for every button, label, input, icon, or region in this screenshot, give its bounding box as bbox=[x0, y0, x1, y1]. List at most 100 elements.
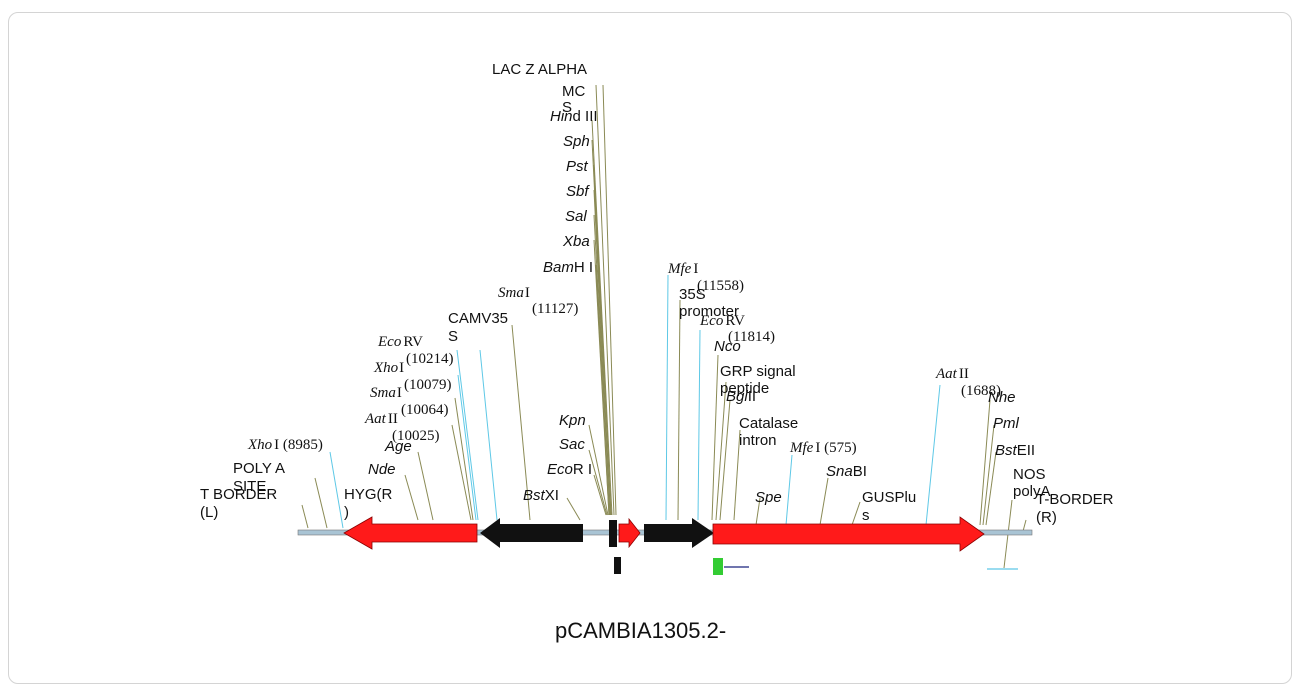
site-nco: Nco bbox=[714, 338, 741, 355]
label-t-border-r: T-BORDER bbox=[1036, 491, 1114, 508]
leader-line bbox=[457, 374, 477, 521]
leader-line bbox=[511, 324, 531, 521]
label-catalase-2: intron bbox=[739, 432, 777, 449]
leader-line bbox=[593, 214, 611, 516]
leader-line bbox=[404, 474, 419, 521]
site-bst-xi: BstXI bbox=[523, 487, 559, 504]
leader-line bbox=[755, 497, 761, 526]
label-camv35s: CAMV35 bbox=[448, 310, 508, 327]
label-hyg-r: HYG(R bbox=[344, 486, 393, 503]
site-sph: Sph bbox=[563, 133, 590, 150]
site-sma-10064-pos: (10064) bbox=[401, 402, 449, 418]
leader-line bbox=[454, 397, 474, 521]
site-nhe: Nhe bbox=[988, 389, 1016, 406]
label-camv35s-2: S bbox=[448, 328, 458, 345]
site-sbf: Sbf bbox=[566, 183, 590, 200]
label-poly-a-site-2: SITE bbox=[233, 478, 266, 495]
leader-line bbox=[602, 84, 617, 516]
feature-arrow-camv35s bbox=[480, 518, 583, 548]
site-bgl-ii: BglII bbox=[726, 388, 756, 405]
feature-arrows bbox=[343, 516, 985, 552]
leader-line bbox=[665, 274, 669, 521]
leader-line bbox=[733, 429, 741, 521]
site-aat-10025-pos: (10025) bbox=[392, 428, 440, 444]
leader-line bbox=[719, 399, 731, 521]
site-sma-11127-pos: (11127) bbox=[532, 301, 578, 317]
site-aat-1688-pos: (1688) bbox=[961, 383, 1001, 399]
site-xba: Xba bbox=[562, 233, 590, 250]
site-sal: Sal bbox=[565, 208, 587, 225]
leader-line bbox=[711, 354, 719, 521]
site-eco-ri: EcoR I bbox=[547, 461, 592, 478]
leader-line bbox=[985, 451, 997, 526]
site-kpn: Kpn bbox=[559, 412, 586, 429]
feature-arrow-35s-promoter bbox=[644, 518, 714, 548]
feature-mcs-block bbox=[609, 520, 617, 547]
label-t-border-r-2: (R) bbox=[1036, 509, 1057, 526]
leader-line bbox=[566, 497, 581, 521]
leader-line bbox=[595, 264, 610, 516]
label-35s-promoter-2: promoter bbox=[679, 303, 739, 320]
label-nos-polya-2: polyA bbox=[1013, 483, 1051, 500]
site-bst-eii: BstEII bbox=[995, 442, 1035, 459]
label-mcs-2: S bbox=[562, 99, 572, 116]
leader-line bbox=[677, 299, 681, 521]
figure-frame bbox=[8, 12, 1292, 684]
leader-line bbox=[979, 399, 991, 526]
site-eco-rv-10214-pos: (10214) bbox=[406, 351, 454, 367]
leader-line bbox=[593, 164, 612, 516]
mcs-marker bbox=[614, 557, 621, 574]
grp-signal-marker bbox=[713, 558, 723, 575]
label-mcs: MC bbox=[562, 83, 585, 100]
leader-lines bbox=[301, 84, 1027, 569]
map-title: pCAMBIA1305.2- bbox=[555, 618, 726, 643]
site-sac: Sac bbox=[559, 436, 585, 453]
label-catalase: Catalase bbox=[739, 415, 798, 432]
label-poly-a-site: POLY A bbox=[233, 460, 285, 477]
leader-line bbox=[417, 451, 434, 521]
leader-line bbox=[314, 477, 328, 529]
site-age: Age bbox=[384, 438, 412, 455]
leader-line bbox=[595, 84, 615, 516]
label-grp-signal: GRP signal bbox=[720, 363, 796, 380]
site-xho-10079: XhoI bbox=[373, 360, 404, 376]
site-nde: Nde bbox=[368, 461, 396, 478]
label-t-border-l-2: (L) bbox=[200, 504, 218, 521]
leader-line bbox=[819, 477, 829, 526]
leader-line bbox=[982, 424, 995, 526]
leader-line bbox=[925, 384, 941, 526]
site-xho-10079-pos: (10079) bbox=[404, 377, 452, 393]
label-gusplus: GUSPlu bbox=[862, 489, 916, 506]
label-grp-signal-2: peptide bbox=[720, 380, 769, 397]
feature-arrow-gusplus bbox=[712, 516, 985, 552]
label-35s-promoter: 35S bbox=[679, 286, 706, 303]
site-sma-11127: SmaI bbox=[498, 285, 530, 301]
site-hind-iii: Hind III bbox=[550, 108, 598, 125]
leader-line bbox=[593, 474, 607, 516]
label-gusplus-2: s bbox=[862, 507, 870, 524]
site-mfe-11558-pos: (11558) bbox=[697, 278, 744, 294]
label-nos-polya: NOS bbox=[1013, 466, 1046, 483]
site-sna-bi: SnaBI bbox=[826, 463, 867, 480]
leader-line bbox=[851, 501, 861, 526]
leader-line bbox=[715, 381, 727, 521]
site-pml: Pml bbox=[993, 415, 1020, 432]
leader-line bbox=[301, 504, 309, 529]
label-hyg-r-2: ) bbox=[344, 504, 349, 521]
site-bam-hi: BamH I bbox=[543, 259, 593, 276]
leader-line bbox=[329, 451, 344, 529]
label-lac-z-alpha: LAC Z ALPHA bbox=[492, 61, 587, 78]
leader-line bbox=[588, 424, 609, 516]
site-sma-10064: SmaI bbox=[370, 385, 402, 401]
feature-arrow-lac-z-alpha bbox=[618, 517, 641, 549]
site-pst: Pst bbox=[566, 158, 589, 175]
leader-line bbox=[479, 349, 498, 521]
leader-line bbox=[456, 349, 479, 521]
